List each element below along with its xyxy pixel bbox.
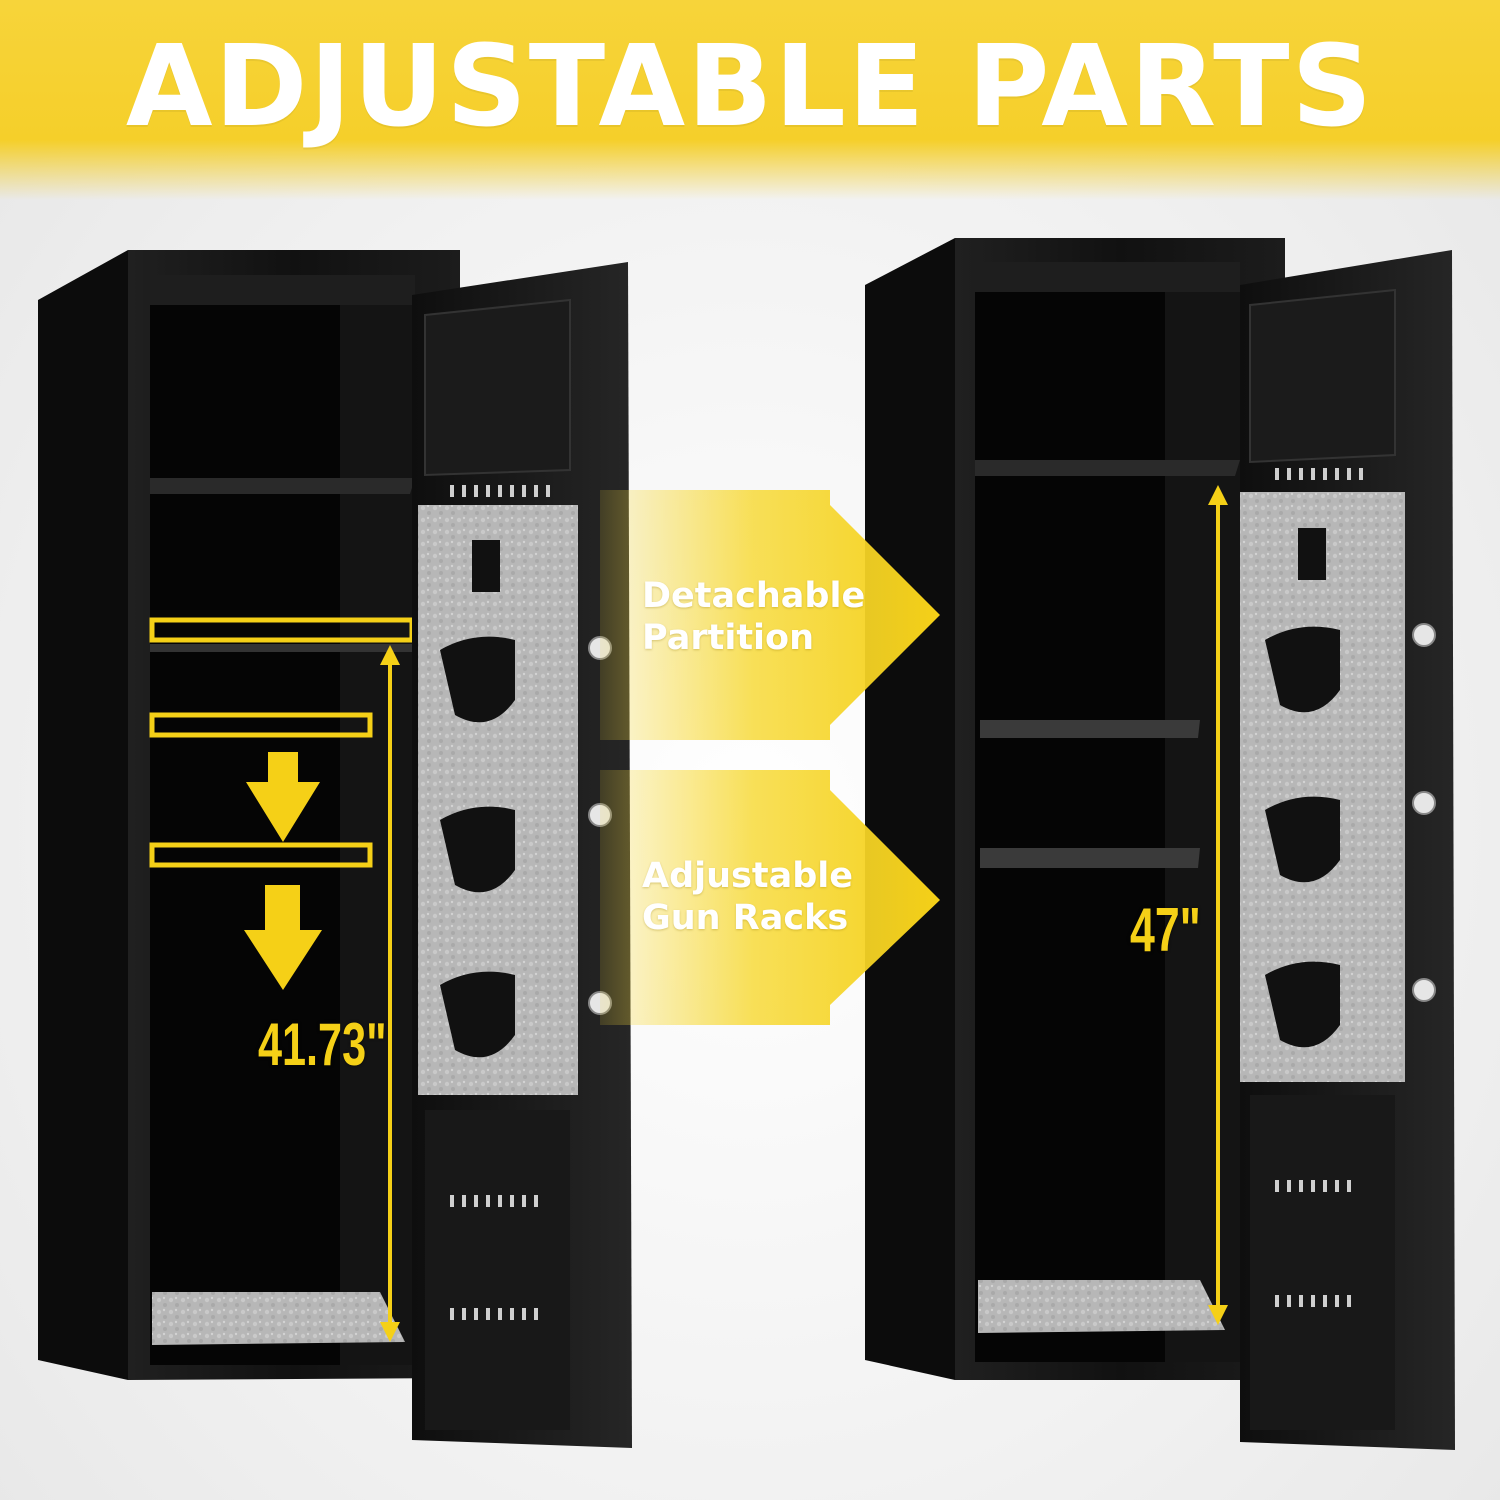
left-rack-2 (149, 712, 373, 738)
left-door-holsters (440, 636, 515, 1058)
callout-adjustable-gun-racks: Adjustable Gun Racks (642, 856, 854, 938)
left-floor-felt (152, 1292, 405, 1345)
right-top-shelf (975, 460, 1240, 476)
left-safe (38, 250, 632, 1448)
left-rack-3 (149, 842, 373, 868)
left-safe-inner-wall (340, 275, 415, 1365)
dimension-arrow-icon (380, 645, 400, 1342)
right-arrow-icon (600, 490, 940, 740)
title-banner: ADJUSTABLE PARTS (0, 0, 1500, 200)
left-top-shelf (150, 478, 415, 494)
banner-title: ADJUSTABLE PARTS (125, 22, 1375, 152)
right-arrow-icon (600, 770, 940, 1025)
dimension-arrow-icon (1208, 485, 1228, 1325)
right-height-label: 47" (1130, 896, 1201, 965)
left-safe-side (38, 250, 128, 1380)
down-arrow-icon (246, 752, 320, 842)
down-arrow-icon (244, 885, 322, 990)
right-safe-side (865, 238, 955, 1380)
callout-detachable-partition: Detachable Partition (642, 576, 866, 658)
left-door-hook (472, 540, 500, 592)
right-floor-felt (978, 1280, 1225, 1333)
right-door-holsters (1265, 626, 1340, 1048)
right-gun-rack-2 (980, 848, 1200, 868)
left-height-label: 41.73" (258, 1011, 387, 1078)
right-safe (865, 238, 1455, 1450)
right-door-bolts (1412, 623, 1436, 1002)
right-gun-rack-1 (980, 720, 1200, 738)
